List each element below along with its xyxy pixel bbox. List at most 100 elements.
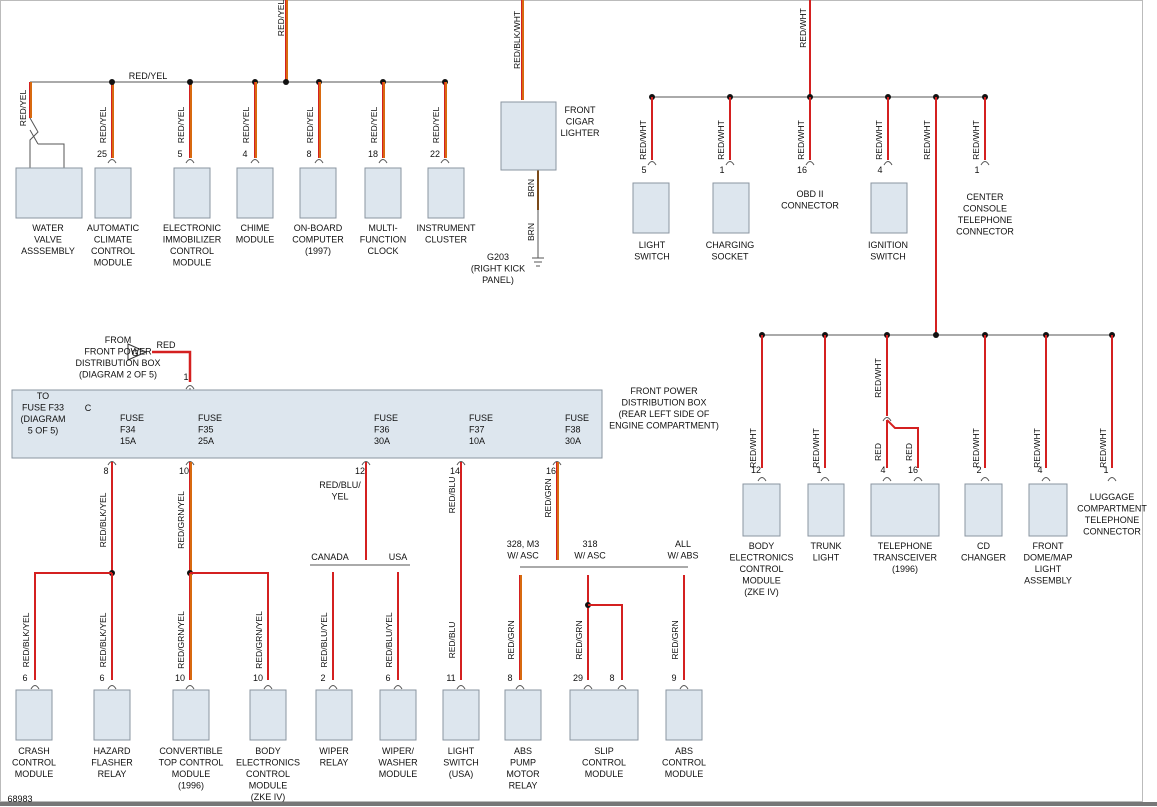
front-cigar-lighter-label-line: LIGHTER — [560, 128, 600, 138]
g203-label-line: (RIGHT KICK — [471, 264, 525, 274]
bottom-pin-number: 10 — [175, 673, 185, 683]
g203-label-line: PANEL) — [482, 275, 514, 285]
top-pin — [314, 159, 324, 164]
top-pin-number: 18 — [368, 149, 378, 159]
front-power-distribution-box — [11, 389, 603, 459]
318-asc-label-line: W/ ASC — [574, 551, 606, 561]
bottom-component-name-line: MODULE — [585, 769, 624, 779]
right-bottom-pin — [980, 477, 990, 482]
bottom-component-name-line: WIPER — [319, 746, 349, 756]
bottom-component-name-line: SLIP — [594, 746, 614, 756]
bottom-component-name-line: RELAY — [98, 769, 127, 779]
right-bottom-splice — [933, 332, 939, 338]
right-top-connector-name-line: OBD II — [796, 189, 823, 199]
318-asc-label-line: 318 — [582, 539, 597, 549]
bottom-pin-number-2: 8 — [609, 673, 614, 683]
right-bottom-wire-label: RED/WHT — [971, 428, 981, 468]
right-top-component-name-line: SOCKET — [711, 252, 749, 262]
bottom-component-name-line: MODULE — [15, 769, 54, 779]
bottom-component-box — [379, 689, 417, 741]
top-pin — [107, 159, 117, 164]
telephone-pin-b: 16 — [908, 465, 918, 475]
bottom-component-name-line: MODULE — [249, 781, 288, 791]
front-cigar-lighter-label-line: FRONT — [565, 105, 596, 115]
bottom-pin-number: 8 — [507, 673, 512, 683]
top-component-name-line: ELECTRONIC — [163, 223, 222, 233]
right-bottom-component-name-line: TRUNK — [811, 541, 842, 551]
top-component-name-line: CLIMATE — [94, 235, 132, 245]
main-feed-pin: 1 — [183, 372, 188, 382]
top-component-name-line: IMMOBILIZER — [163, 235, 222, 245]
bottom-component-name-line: BODY — [255, 746, 281, 756]
fuse-output-arc — [456, 461, 466, 466]
right-trunk-label: RED/WHT — [922, 120, 932, 160]
bottom-component-name-line: (ZKE IV) — [251, 792, 286, 802]
right-bottom-component-name-line: (1996) — [892, 564, 918, 574]
right-bottom-component-name-line: CHANGER — [961, 553, 1007, 563]
fuse-output-arc — [552, 461, 562, 466]
c-symbol-label: C — [85, 403, 92, 413]
top-bus-splice — [187, 79, 193, 85]
cigar-lighter-box — [500, 101, 557, 171]
top-wire-label: RED/YEL — [431, 107, 441, 144]
bottom-pin-2 — [617, 685, 627, 690]
telephone-wire-label: RED/WHT — [873, 358, 883, 398]
top-wire-label: RED/YEL — [98, 107, 108, 144]
main-feed-wire — [152, 350, 192, 382]
top-component-name-line: MULTI- — [368, 223, 397, 233]
water-valve-name-line: ASSSEMBLY — [21, 246, 75, 256]
fuse-output-pin: 10 — [179, 466, 189, 476]
top-component-box — [94, 167, 132, 219]
right-top-component-box — [632, 182, 670, 234]
328-asc-label-line: W/ ASC — [507, 551, 539, 561]
top-pin — [250, 159, 260, 164]
top-component-name-line: CLUSTER — [425, 235, 468, 245]
bottom-pin-number: 6 — [22, 673, 27, 683]
bottom-component-name-line: WIPER/ — [382, 746, 415, 756]
brn-label-2: BRN — [526, 223, 536, 241]
bottom-component-name-line: (1996) — [178, 781, 204, 791]
telephone-pin-a: 4 — [880, 465, 885, 475]
bottom-pin — [185, 685, 195, 690]
bottom-component-box — [249, 689, 287, 741]
bottom-component-name-line: WASHER — [378, 758, 418, 768]
bottom-component-name-line: CONTROL — [12, 758, 56, 768]
front-power-distribution-box-label-line: (REAR LEFT SIDE OF — [619, 409, 710, 419]
bottom-component-name-line: ELECTRONICS — [236, 758, 300, 768]
bottom-component-name-line: SWITCH — [443, 758, 479, 768]
right-top-component-box — [870, 182, 908, 234]
f36-wire-label-line: YEL — [331, 492, 348, 502]
fuse-label-line: FUSE — [198, 413, 222, 423]
right-bottom-component-name-line: FRONT — [1033, 541, 1064, 551]
top-component-name-line: CONTROL — [91, 246, 135, 256]
right-bottom-component-name-line: LIGHT — [813, 553, 840, 563]
right-bottom-pin-number: 4 — [1037, 465, 1042, 475]
water-valve-arm — [29, 129, 39, 145]
right-bottom-component-box — [807, 483, 845, 537]
bottom-pin-number: 10 — [253, 673, 263, 683]
top-pin-number: 4 — [242, 149, 247, 159]
bottom-component-name-line: (USA) — [449, 769, 474, 779]
water-valve-lead2 — [38, 143, 65, 168]
bottom-pin — [263, 685, 273, 690]
telephone-red-b: RED — [904, 443, 914, 461]
top-component-name-line: CONTROL — [170, 246, 214, 256]
right-top-pin-number: 4 — [877, 165, 882, 175]
fuse-label-line: FUSE — [374, 413, 398, 423]
bottom-pin-number: 29 — [573, 673, 583, 683]
fuse-label-line: 30A — [374, 436, 390, 446]
bottom-wire-label: RED/BLU — [447, 622, 457, 659]
front-power-distribution-box-label-line: DISTRIBUTION BOX — [621, 398, 706, 408]
top-component-name-line: MODULE — [173, 258, 212, 268]
g-symbol-label: G — [131, 348, 138, 358]
bottom-component-name-line: PUMP — [510, 758, 536, 768]
bottom-component-name-line: CRASH — [18, 746, 50, 756]
right-top-component-name-line: CHARGING — [706, 240, 755, 250]
bottom-component-name-line: CONTROL — [662, 758, 706, 768]
bottom-wire-label: RED/BLK/YEL — [98, 612, 108, 667]
right-bottom-wire-label: RED/WHT — [1098, 428, 1108, 468]
telephone-red-a: RED — [873, 443, 883, 461]
bottom-wire-label: RED/BLU/YEL — [319, 612, 329, 668]
bottom-pin — [107, 685, 117, 690]
